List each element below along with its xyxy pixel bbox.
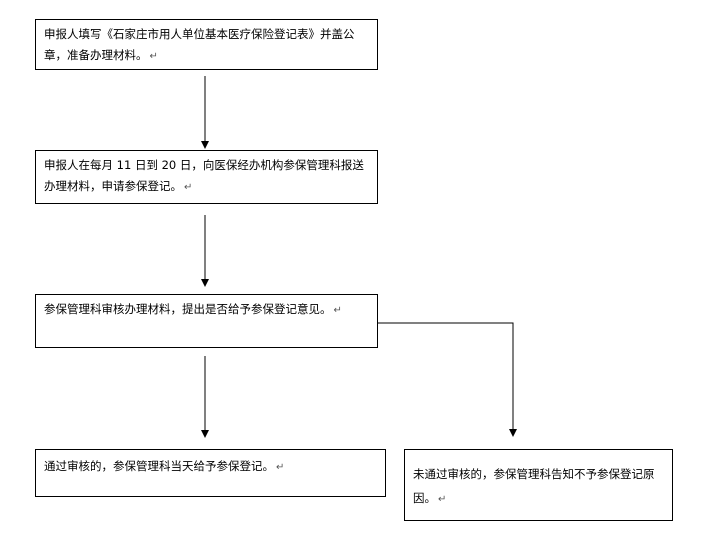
return-mark-icon: ↵ — [149, 51, 158, 62]
step-text: 申报人填写《石家庄市用人单位基本医疗保险登记表》并盖公章，准备办理材料。 — [44, 27, 355, 62]
arrow-step3-to-step5 — [378, 322, 517, 437]
return-mark-icon: ↵ — [276, 462, 285, 473]
flow-step-fill-form: 申报人填写《石家庄市用人单位基本医疗保险登记表》并盖公章，准备办理材料。↵ — [35, 19, 378, 70]
step-text: 未通过审核的，参保管理科告知不予参保登记原因。 — [413, 467, 655, 505]
flow-step-rejected: 未通过审核的，参保管理科告知不予参保登记原因。↵ — [404, 449, 673, 521]
return-mark-icon: ↵ — [184, 182, 193, 193]
return-mark-icon: ↵ — [438, 494, 447, 505]
flow-step-submit-materials: 申报人在每月 11 日到 20 日，向医保经办机构参保管理科报送办理材料，申请参… — [35, 150, 378, 204]
return-mark-icon: ↵ — [333, 305, 342, 316]
step-text: 申报人在每月 11 日到 20 日，向医保经办机构参保管理科报送办理材料，申请参… — [44, 158, 364, 193]
step-text: 参保管理科审核办理材料，提出是否给予参保登记意见。 — [44, 302, 332, 316]
flow-step-approved: 通过审核的，参保管理科当天给予参保登记。↵ — [35, 449, 386, 497]
flow-step-review: 参保管理科审核办理材料，提出是否给予参保登记意见。↵ — [35, 294, 378, 348]
step-text: 通过审核的，参保管理科当天给予参保登记。 — [44, 459, 274, 473]
